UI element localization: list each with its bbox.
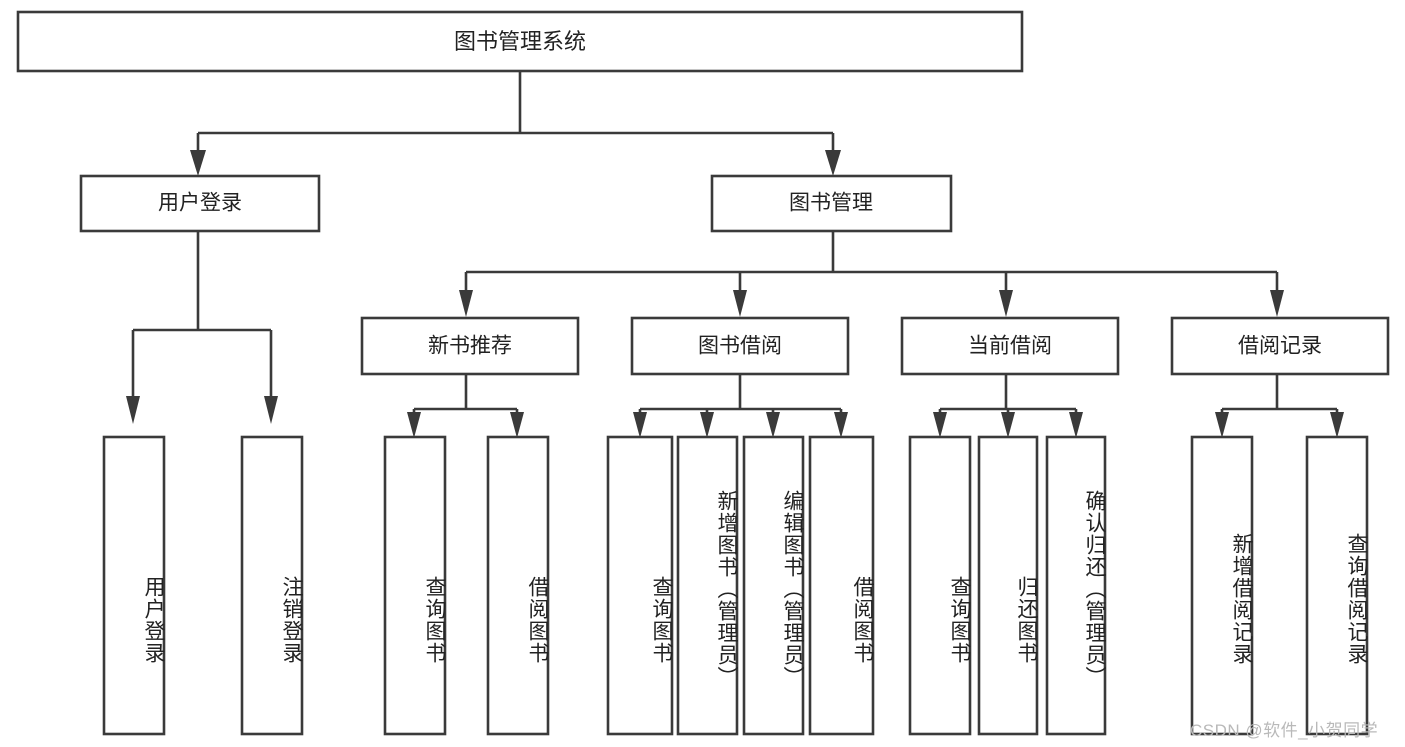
arrow-head-leaf-add-book xyxy=(700,412,714,438)
node-book-management-box[interactable] xyxy=(710,174,953,233)
node-leaf-return-book-box[interactable] xyxy=(977,435,1039,736)
arrow-head-book-borrow xyxy=(733,290,747,317)
arrow-head-leaf-logout xyxy=(264,396,278,424)
node-user-login-label: 用户登录 xyxy=(158,192,242,215)
node-leaf-borrow-book-1-box[interactable] xyxy=(486,435,550,736)
node-leaf-add-record-box[interactable] xyxy=(1190,435,1254,736)
arrow-head-leaf-confirm-return xyxy=(1069,412,1083,438)
node-root-label: 图书管理系统 xyxy=(454,29,586,54)
node-new-book-recommend-box[interactable] xyxy=(360,316,580,376)
node-root[interactable]: 图书管理系统 xyxy=(16,10,1024,73)
node-current-borrow[interactable]: 当前借阅 xyxy=(900,316,1120,376)
arrow-head-leaf-edit-book xyxy=(766,412,780,438)
arrow-head-leaf-add-record xyxy=(1215,412,1229,438)
arrow-head-leaf-return-book xyxy=(1001,412,1015,438)
node-leaf-confirm-return-box[interactable] xyxy=(1045,435,1107,736)
leaf-box-group xyxy=(102,435,1369,736)
node-book-management[interactable]: 图书管理 xyxy=(710,174,953,233)
node-new-book-recommend-label: 新书推荐 xyxy=(428,335,512,358)
arrow-head-leaf-borrow-book-1 xyxy=(510,412,524,438)
arrow-head-new-book-recommend xyxy=(459,290,473,317)
node-leaf-query-record-box[interactable] xyxy=(1305,435,1369,736)
node-leaf-logout-box[interactable] xyxy=(240,435,304,736)
node-book-borrow-label: 图书借阅 xyxy=(698,335,782,358)
node-leaf-query-book-1-box[interactable] xyxy=(383,435,447,736)
arrow-head-borrow-record xyxy=(1270,290,1284,317)
arrow-head-leaf-borrow-book-2 xyxy=(834,412,848,438)
node-borrow-record-box[interactable] xyxy=(1170,316,1390,376)
node-user-login[interactable]: 用户登录 xyxy=(79,174,321,233)
arrow-head-book-management xyxy=(825,150,841,176)
node-leaf-add-book-box[interactable] xyxy=(676,435,739,736)
node-leaf-query-book-3-box[interactable] xyxy=(908,435,972,736)
node-book-borrow-box[interactable] xyxy=(630,316,850,376)
arrow-head-leaf-query-book-2 xyxy=(633,412,647,438)
node-book-management-label: 图书管理 xyxy=(789,192,873,215)
arrow-head-current-borrow xyxy=(999,290,1013,317)
connector-group xyxy=(126,71,1344,438)
node-book-borrow[interactable]: 图书借阅 xyxy=(630,316,850,376)
arrow-head-leaf-query-book-3 xyxy=(933,412,947,438)
arrow-head-user-login xyxy=(190,150,206,176)
node-root-box[interactable] xyxy=(16,10,1024,73)
node-leaf-user-login-box[interactable] xyxy=(102,435,166,736)
node-current-borrow-box[interactable] xyxy=(900,316,1120,376)
node-new-book-recommend[interactable]: 新书推荐 xyxy=(360,316,580,376)
arrow-head-leaf-user-login xyxy=(126,396,140,424)
arrow-head-leaf-query-record xyxy=(1330,412,1344,438)
arrow-head-leaf-query-book-1 xyxy=(407,412,421,438)
watermark-text: CSDN @软件_小贺同学 xyxy=(1190,721,1379,740)
node-current-borrow-label: 当前借阅 xyxy=(968,335,1052,358)
node-user-login-box[interactable] xyxy=(79,174,321,233)
node-leaf-query-book-2-box[interactable] xyxy=(606,435,674,736)
node-leaf-edit-book-box[interactable] xyxy=(742,435,805,736)
node-leaf-borrow-book-2-box[interactable] xyxy=(808,435,875,736)
node-borrow-record[interactable]: 借阅记录 xyxy=(1170,316,1390,376)
node-borrow-record-label: 借阅记录 xyxy=(1238,335,1322,358)
